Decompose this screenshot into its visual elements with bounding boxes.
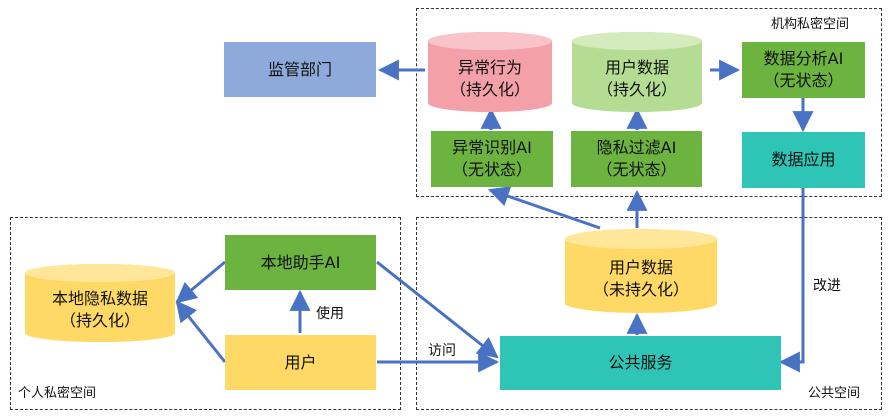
anomaly-detection-ai-sub: （无状态） [451,160,532,179]
user-data-nonpersistent-sub: （未持久化） [592,280,689,299]
privacy-filter-ai-title: 隐私过滤AI [596,138,677,157]
local-private-data-cylinder [25,264,175,342]
anomaly-detection-ai-node: 异常识别AI （无状态） [431,131,553,187]
local-private-data-store: 本地隐私数据 （持久化） [25,264,175,342]
personal-private-zone [10,217,401,410]
user-data-nonpersistent-cylinder [565,229,717,313]
local-private-data-title: 本地隐私数据 [51,289,148,308]
data-application-label: 数据应用 [771,150,836,169]
user-data-persistent-store: 用户数据 （持久化） [572,32,702,112]
user-label: 用户 [284,352,317,372]
abnormal-behavior-store: 异常行为 （持久化） [428,32,552,112]
local-private-data-sub: （持久化） [59,311,140,330]
local-assistant-ai-label: 本地助手AI [260,252,341,272]
arrow-application-to-service [778,188,805,373]
privacy-filter-ai-node: 隐私过滤AI （无状态） [571,131,702,187]
user-data-persistent-title: 用户数据 [604,58,669,77]
use-edge-label: 使用 [316,306,344,322]
privacy-filter-ai-sub: （无状态） [596,160,677,179]
access-edge-label: 访问 [428,343,456,359]
local-assistant-ai-node: 本地助手AI [225,235,376,290]
data-analysis-ai-sub: （无状态） [763,71,844,90]
anomaly-detection-ai-title: 异常识别AI [452,138,532,157]
data-analysis-ai-title: 数据分析AI [763,49,844,68]
abnormal-behavior-cylinder [428,32,552,112]
improve-edge-label: 改进 [813,278,841,294]
arrow-assistant-to-localdata [175,260,226,304]
user-data-nonpersistent-store: 用户数据 （未持久化） [565,229,717,313]
abnormal-behavior-title: 异常行为 [457,58,522,77]
data-application-node: 数据应用 [742,132,865,188]
public-zone [416,217,882,410]
arrow-user-to-localdata [175,300,227,363]
regulator-node: 监管部门 [224,42,376,97]
user-data-persistent-sub: （持久化） [596,80,677,99]
public-service-label: 公共服务 [608,353,673,372]
user-data-persistent-cylinder [572,32,702,112]
regulator-label: 监管部门 [267,59,332,79]
institution-private-zone [416,8,882,197]
abnormal-behavior-sub: （持久化） [449,80,530,99]
public-service-node: 公共服务 [500,336,781,390]
public-zone-label: 公共空间 [808,386,861,401]
institution-zone-label: 机构私密空间 [771,17,850,32]
personal-zone-label: 个人私密空间 [18,386,97,401]
user-data-nonpersistent-title: 用户数据 [608,258,673,277]
arrow-userdata-to-anomaly-ai [488,186,601,230]
data-analysis-ai-node: 数据分析AI （无状态） [742,42,865,98]
user-node: 用户 [225,335,376,390]
arrow-assistant-to-service [376,260,499,359]
